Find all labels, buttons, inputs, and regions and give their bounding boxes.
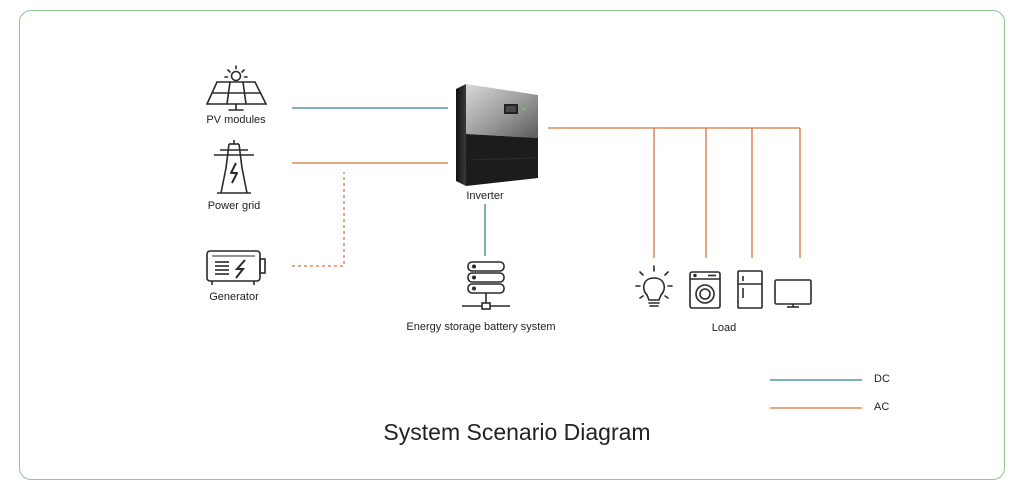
inverter-label: Inverter — [466, 190, 504, 202]
generator-icon — [206, 250, 266, 285]
connections — [292, 107, 801, 267]
legend-dc-label: DC — [874, 373, 890, 385]
power-grid-label: Power grid — [207, 200, 261, 212]
diagram-title: System Scenario Diagram — [383, 419, 651, 445]
light-bulb-icon — [635, 265, 673, 307]
pv-modules-label: PV modules — [206, 114, 266, 126]
battery-server-icon — [462, 261, 510, 310]
inverter-icon — [456, 84, 538, 186]
transmission-tower-icon — [214, 140, 254, 194]
generator-label: Generator — [209, 291, 259, 303]
legend — [770, 379, 862, 409]
legend-ac-label: AC — [874, 401, 890, 413]
diagram-frame — [19, 10, 1005, 480]
washing-machine-icon — [689, 271, 721, 309]
load-label: Load — [711, 322, 737, 334]
refrigerator-icon — [737, 270, 763, 309]
generator-ac-dashed-line — [292, 172, 345, 267]
television-icon — [774, 279, 812, 308]
battery-label: Energy storage battery system — [406, 321, 556, 333]
solar-panel-icon — [205, 65, 268, 111]
